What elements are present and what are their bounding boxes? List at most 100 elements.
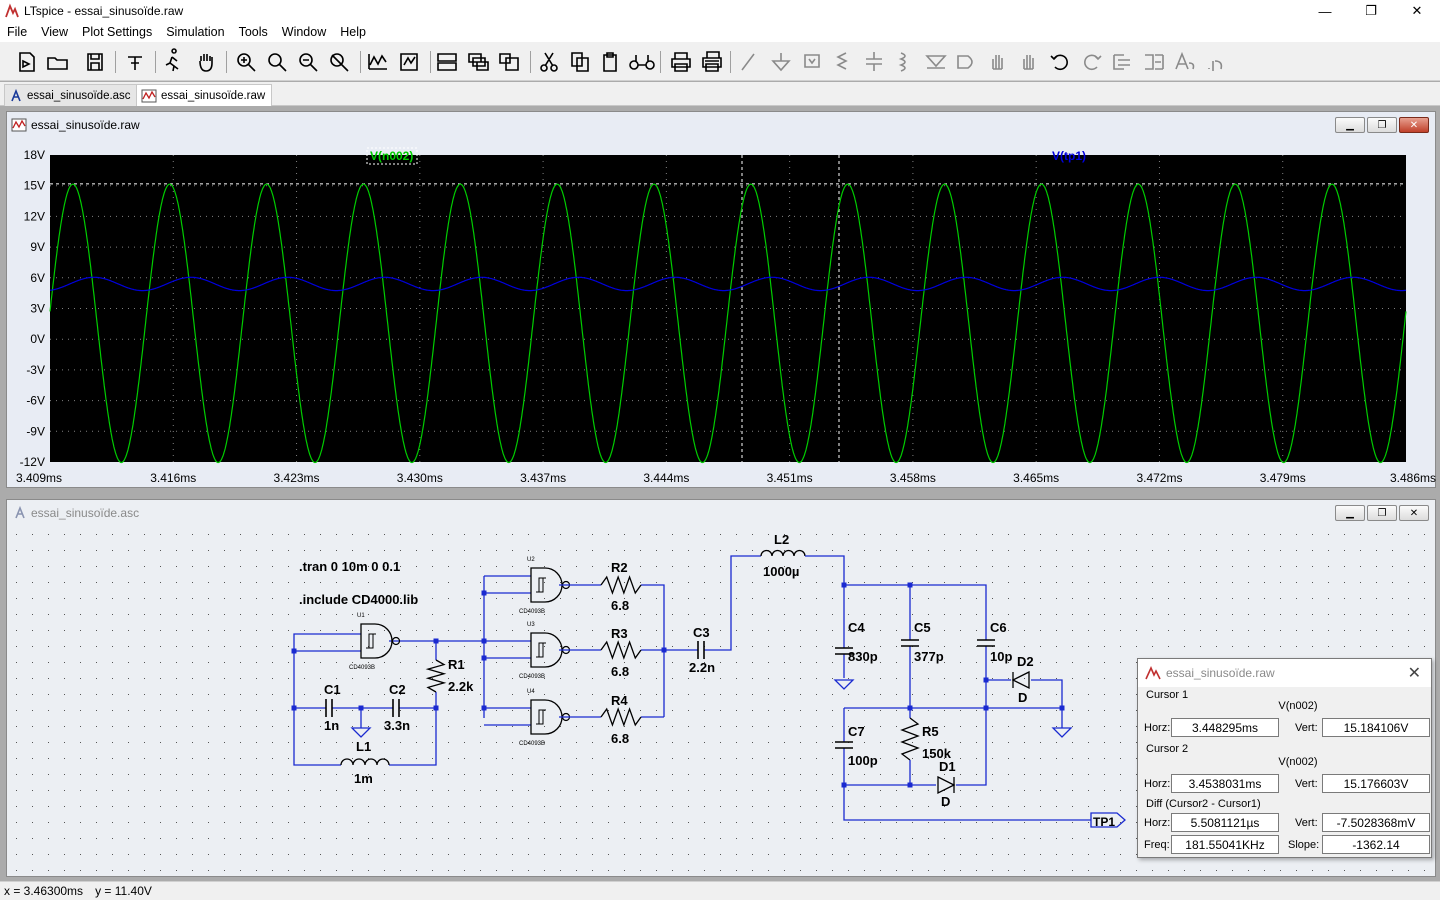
run-button[interactable] xyxy=(160,48,186,75)
wire xyxy=(641,584,665,717)
menu-help[interactable]: Help xyxy=(340,25,366,39)
print-setup-button[interactable] xyxy=(699,49,725,75)
cursor2-vert-field[interactable]: 15.176603V xyxy=(1322,774,1430,793)
text-icon xyxy=(1175,51,1195,70)
restore-icon[interactable]: ❐ xyxy=(1367,505,1397,521)
spice-directive-tran: .tran 0 10m 0 0.1 xyxy=(299,559,400,574)
halt-button[interactable] xyxy=(193,49,219,75)
c1-value: 1n xyxy=(324,718,339,733)
trace-label-vtp1[interactable]: V(tp1) xyxy=(1052,149,1086,163)
find-button[interactable] xyxy=(629,49,655,75)
y-tick-label: -9V xyxy=(26,424,45,438)
tile-vertical-button[interactable] xyxy=(496,49,522,75)
tab-schematic[interactable]: essai_sinusoïde.asc xyxy=(4,84,138,106)
r2-ref: R2 xyxy=(611,560,628,575)
redo-button[interactable] xyxy=(1079,49,1105,75)
zoom-out-button[interactable] xyxy=(295,49,321,75)
component-button[interactable] xyxy=(954,49,980,75)
menu-window[interactable]: Window xyxy=(281,25,327,39)
x-tick-label: 3.479ms xyxy=(1260,471,1306,485)
tile-horizontal-icon xyxy=(437,53,457,71)
new-schematic-button[interactable] xyxy=(14,49,40,75)
close-icon[interactable]: ✕ xyxy=(1399,117,1429,133)
diff-horz-field[interactable]: 5.5081121µs xyxy=(1171,813,1279,832)
junction-dot xyxy=(481,705,487,711)
find-icon xyxy=(629,55,655,70)
spice-directive-include: .include CD4000.lib xyxy=(299,592,418,607)
resistor-symbol xyxy=(900,717,920,761)
trace-label-vn002[interactable]: V(n002) xyxy=(370,149,413,163)
open-folder-icon xyxy=(47,57,68,70)
junction-dot xyxy=(481,590,487,596)
rotate-button[interactable] xyxy=(1110,49,1136,75)
cursor-dialog: essai_sinusoïde.raw ✕ Cursor 1 V(n002) H… xyxy=(1137,658,1432,858)
resistor-button[interactable] xyxy=(830,49,856,75)
close-button[interactable]: ✕ xyxy=(1411,3,1423,18)
menu-simulation[interactable]: Simulation xyxy=(166,25,225,39)
minimize-icon[interactable]: ▁ xyxy=(1335,505,1365,521)
horz-label: Horz: xyxy=(1144,778,1171,790)
label-net-button[interactable] xyxy=(799,49,825,75)
autorange-button[interactable] xyxy=(365,49,391,75)
diff-slope-field[interactable]: -1362.14 xyxy=(1322,835,1430,854)
draw-wire-button[interactable] xyxy=(736,49,762,75)
minimize-icon[interactable]: ▁ xyxy=(1335,117,1365,133)
save-button[interactable] xyxy=(83,49,109,75)
open-folder-button[interactable] xyxy=(45,49,71,75)
inductor-button[interactable] xyxy=(892,49,918,75)
new-schematic-icon xyxy=(19,52,35,72)
manual-limits-button[interactable] xyxy=(396,49,422,75)
menu-tools[interactable]: Tools xyxy=(238,25,268,39)
text-button[interactable] xyxy=(1172,49,1198,75)
zoom-in-icon xyxy=(237,53,256,72)
component-icon xyxy=(957,55,973,69)
diode-button[interactable] xyxy=(923,49,949,75)
menu-file[interactable]: File xyxy=(7,25,28,39)
r4-value: 6.8 xyxy=(611,731,629,746)
move-button[interactable] xyxy=(985,49,1011,75)
zoom-fit-button[interactable] xyxy=(326,49,352,75)
junction-dot xyxy=(983,705,989,711)
cursor1-vert-field[interactable]: 15.184106V xyxy=(1322,718,1430,737)
maximize-button[interactable]: ❐ xyxy=(1365,3,1377,18)
control-panel-button[interactable] xyxy=(122,49,148,75)
spice-directive-button[interactable] xyxy=(1203,49,1229,75)
tile-horizontal-button[interactable] xyxy=(434,49,460,75)
undo-button[interactable] xyxy=(1047,49,1073,75)
tab-waveform[interactable]: essai_sinusoïde.raw xyxy=(136,84,273,106)
l1-value: 1m xyxy=(354,771,373,786)
cut-button[interactable] xyxy=(536,49,562,75)
capacitor-button[interactable] xyxy=(861,49,887,75)
diff-freq-field[interactable]: 181.55041KHz xyxy=(1171,835,1279,854)
cursor2-horz-field[interactable]: 3.4538031ms xyxy=(1171,774,1279,793)
ground-button[interactable] xyxy=(768,49,794,75)
diff-vert-field[interactable]: -7.5028368mV xyxy=(1322,813,1430,832)
toolbar-separator xyxy=(730,51,731,73)
zoom-in-button[interactable] xyxy=(233,49,259,75)
print-button[interactable] xyxy=(668,49,694,75)
close-icon[interactable]: ✕ xyxy=(1407,665,1421,682)
drag-button[interactable] xyxy=(1016,49,1042,75)
mirror-button[interactable] xyxy=(1141,49,1167,75)
vert-label: Vert: xyxy=(1295,817,1318,829)
junction-dot xyxy=(481,655,487,661)
trace-label-selection-box xyxy=(366,147,418,165)
paste-button[interactable] xyxy=(598,49,624,75)
nand-gate-symbol xyxy=(530,632,563,668)
close-icon[interactable]: ✕ xyxy=(1399,505,1429,521)
y-tick-label: 15V xyxy=(24,179,45,193)
print-icon xyxy=(671,52,691,72)
minimize-button[interactable]: — xyxy=(1318,3,1332,19)
gate-bubble xyxy=(391,636,401,646)
menu-plot-settings[interactable]: Plot Settings xyxy=(82,25,153,39)
menu-view[interactable]: View xyxy=(41,25,69,39)
copy-button[interactable] xyxy=(567,49,593,75)
wire xyxy=(389,708,437,766)
restore-icon[interactable]: ❐ xyxy=(1367,117,1397,133)
cursor1-horz-field[interactable]: 3.448295ms xyxy=(1171,718,1279,737)
pan-button[interactable] xyxy=(264,49,290,75)
cascade-button[interactable] xyxy=(465,49,491,75)
autorange-icon xyxy=(368,54,387,70)
